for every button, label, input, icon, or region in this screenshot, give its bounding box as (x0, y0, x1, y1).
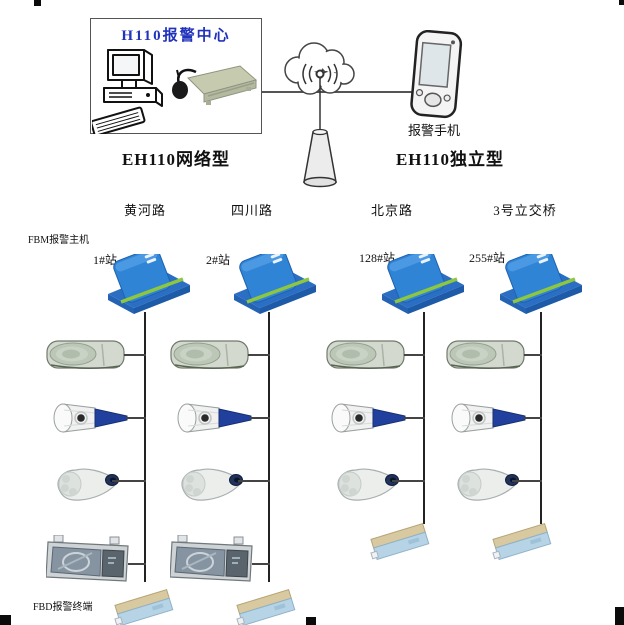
detector-device (52, 465, 120, 505)
alarm-phone-illustration (406, 30, 466, 122)
network-type-label: EH110网络型 (121, 150, 231, 169)
drop-wire (524, 354, 542, 356)
street-lamp-device (46, 338, 126, 372)
fbd-terminal-device (234, 588, 298, 625)
station-label-4: 255#站 (468, 251, 506, 265)
station-label-2: 2#站 (205, 253, 231, 267)
drop-wire (252, 563, 270, 565)
fbm-host-device (382, 254, 464, 314)
crop-mark (34, 0, 41, 6)
drop-wire (524, 417, 542, 419)
drop-wire (512, 480, 542, 482)
bus-line-2 (268, 312, 270, 582)
crop-mark (306, 617, 316, 625)
road-label-3: 北京路 (370, 203, 414, 218)
fbm-host-device (108, 254, 190, 314)
floodlight-device (46, 535, 130, 583)
bus-line-1 (144, 312, 146, 582)
alarm-phone-label: 报警手机 (407, 123, 461, 138)
drop-wire (248, 354, 270, 356)
modem-illustration (166, 56, 258, 114)
fbd-terminal-label: FBD报警终端 (33, 602, 93, 613)
drop-wire (124, 354, 146, 356)
horn-siren-device (174, 398, 252, 438)
crop-mark (0, 615, 11, 625)
road-label-1: 黄河路 (123, 203, 167, 218)
drop-wire (392, 480, 425, 482)
drop-wire (112, 480, 146, 482)
radio-tower-illustration (276, 36, 360, 188)
drop-wire (404, 417, 425, 419)
station-label-3: 128#站 (358, 251, 396, 265)
detector-device (332, 465, 400, 505)
standalone-type-label: EH110独立型 (395, 150, 505, 169)
drop-wire (404, 354, 425, 356)
fbm-host-label: FBM报警主机 (28, 235, 90, 246)
fbd-terminal-device (368, 522, 432, 560)
detector-device (176, 465, 244, 505)
floodlight-device (170, 535, 254, 583)
desktop-computer-illustration (92, 42, 168, 134)
drop-wire (250, 417, 270, 419)
fbm-host-device (234, 254, 316, 314)
crop-mark (615, 607, 624, 625)
road-label-4: 3号立交桥 (493, 203, 557, 218)
fbm-host-device (500, 254, 582, 314)
drop-wire (238, 480, 270, 482)
horn-siren-device (50, 398, 128, 438)
alarm-center-title: H110报警中心 (121, 28, 231, 44)
crop-mark (619, 0, 624, 5)
horn-siren-device (328, 398, 406, 438)
fbd-terminal-device (112, 588, 176, 625)
fbd-terminal-device (490, 522, 554, 560)
drop-wire (126, 417, 146, 419)
street-lamp-device (170, 338, 250, 372)
radio-link-line (155, 91, 414, 93)
drop-wire (128, 563, 146, 565)
horn-siren-device (448, 398, 526, 438)
street-lamp-device (446, 338, 526, 372)
street-lamp-device (326, 338, 406, 372)
road-label-2: 四川路 (230, 203, 274, 218)
detector-device (452, 465, 520, 505)
station-label-1: 1#站 (92, 253, 118, 267)
